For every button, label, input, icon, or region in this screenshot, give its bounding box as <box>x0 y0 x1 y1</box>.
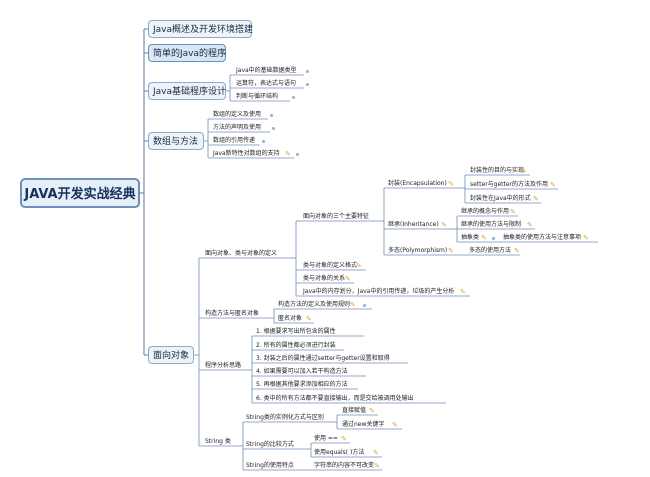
branch-simple-program[interactable]: 简单的Java的程序 <box>148 44 226 62</box>
expand-dot[interactable] <box>292 96 295 99</box>
branch-basic-programming[interactable]: Java基础程序设计 <box>148 82 226 100</box>
node-class-relation[interactable]: 类与对象的关系 <box>303 275 346 282</box>
node-array-def[interactable]: 数组的定义及使用 <box>213 111 262 118</box>
node-class-object[interactable]: 面向对象、类与对象的定义 <box>205 250 278 257</box>
expand-dot[interactable] <box>363 304 366 307</box>
note-icon[interactable]: ✎ <box>514 247 520 255</box>
node-method-decl[interactable]: 方法的声明及使用 <box>213 124 262 131</box>
branch-java-overview[interactable]: Java概述及开发环境搭建 <box>148 20 253 38</box>
node-inh-usage[interactable]: 继承的使用方法与限制 <box>461 221 522 228</box>
node-array-new[interactable]: Java新特性对数组的支持 <box>213 150 280 157</box>
node-new-keyword[interactable]: 通过new关键字 <box>342 421 385 428</box>
node-string-inst[interactable]: String类的实例化方式与区别 <box>246 414 324 421</box>
note-icon[interactable]: ✎ <box>306 315 312 323</box>
note-icon[interactable]: ✎ <box>533 195 539 203</box>
note-icon[interactable]: ✎ <box>392 421 398 429</box>
note-icon[interactable]: ✎ <box>441 221 447 229</box>
node-constructor[interactable]: 构造方法的定义及使用规则 <box>278 301 351 308</box>
node-anonymous[interactable]: 匿名对象 <box>278 315 303 322</box>
node-operators[interactable]: 运算符，表达式与语句 <box>236 80 297 87</box>
note-icon[interactable]: ✎ <box>369 407 375 415</box>
analysis-step-6[interactable]: 6. 类中的所有方法都不要直接输出，而是交给被调用处输出 <box>256 395 414 402</box>
node-encapsulation[interactable]: 封装(Encapsulation) <box>388 180 447 187</box>
expand-dot[interactable] <box>296 153 299 156</box>
node-basic-types[interactable]: Java中的基础数据类型 <box>236 67 297 74</box>
note-icon[interactable]: ✎ <box>374 462 380 470</box>
node-abstract-class[interactable]: 抽象类 <box>461 234 480 241</box>
note-icon[interactable]: ✎ <box>481 234 487 242</box>
note-icon[interactable]: ✎ <box>373 449 379 457</box>
analysis-step-3[interactable]: 3. 封装之后的属性通过setter与getter设置和取得 <box>256 355 390 362</box>
node-array-ref[interactable]: 数组的引用传递 <box>213 137 256 144</box>
node-loops[interactable]: 判断与循环结构 <box>236 93 279 100</box>
node-three-features[interactable]: 面向对象的三个主要特征 <box>303 213 370 220</box>
node-inh-concept[interactable]: 继承的概念与作用 <box>461 208 510 215</box>
node-enc-purpose[interactable]: 封装性的目的与实现 <box>470 167 525 174</box>
analysis-step-1[interactable]: 1. 根据要求写出所包含的属性 <box>256 328 336 335</box>
note-icon[interactable]: ✎ <box>460 288 466 296</box>
note-icon[interactable]: ✎ <box>345 275 351 283</box>
expand-dot[interactable] <box>262 140 265 143</box>
expand-dot[interactable] <box>492 237 495 240</box>
branch-oop[interactable]: 面向对象 <box>148 346 194 364</box>
node-memory[interactable]: Java中的内存划分，Java中的引用传递，垃圾的产生分析 <box>303 288 455 295</box>
note-icon[interactable]: ✎ <box>527 221 533 229</box>
analysis-step-5[interactable]: 5. 再根据其他要求添加相应的方法 <box>256 381 348 388</box>
note-icon[interactable]: ✎ <box>356 262 362 270</box>
note-icon[interactable]: ✎ <box>448 180 454 188</box>
node-direct-assign[interactable]: 直接赋值 <box>342 407 367 414</box>
node-use-eq[interactable]: 使用 == <box>314 435 338 442</box>
node-string-cmp[interactable]: String的比较方式 <box>246 441 294 448</box>
note-icon[interactable]: ✎ <box>285 150 291 158</box>
note-icon[interactable]: ✎ <box>448 247 454 255</box>
node-constructor-anon[interactable]: 构造方法与匿名对象 <box>205 310 260 317</box>
expand-dot[interactable] <box>272 127 275 130</box>
analysis-step-4[interactable]: 4. 如果需要可以加入若干构造方法 <box>256 368 348 375</box>
note-icon[interactable]: ✎ <box>350 301 356 309</box>
node-class-format[interactable]: 类与对象的定义格式 <box>303 262 358 269</box>
node-string-feature[interactable]: String的使用特点 <box>246 462 294 469</box>
note-icon[interactable]: ✎ <box>521 167 527 175</box>
node-use-equals[interactable]: 使用equals( )方法 <box>314 449 365 456</box>
node-analysis[interactable]: 程序分析思路 <box>205 362 242 369</box>
note-icon[interactable]: ✎ <box>341 435 347 443</box>
note-icon[interactable]: ✎ <box>550 181 556 189</box>
branch-array-method[interactable]: 数组与方法 <box>148 132 204 150</box>
node-poly-usage[interactable]: 多态的使用方法 <box>469 247 512 254</box>
node-inheritance[interactable]: 继承(Inheritance) <box>388 221 439 228</box>
expand-dot[interactable] <box>306 83 309 86</box>
analysis-step-2[interactable]: 2. 所有的属性都必须进行封装 <box>256 342 336 349</box>
node-string-class[interactable]: String 类 <box>205 438 231 445</box>
root-node[interactable]: JAVA开发实战经典 <box>20 178 140 208</box>
expand-dot[interactable] <box>306 70 309 73</box>
node-immutable[interactable]: 字符串的内容不可改变 <box>314 462 375 469</box>
expand-dot[interactable] <box>270 114 273 117</box>
note-icon[interactable]: ✎ <box>583 234 589 242</box>
note-icon[interactable]: ✎ <box>510 208 516 216</box>
node-enc-form[interactable]: 封装性在Java中的形式 <box>470 195 531 202</box>
node-setter-getter[interactable]: setter与getter的方法及作用 <box>470 181 549 188</box>
node-polymorphism[interactable]: 多态(Polymorphism) <box>388 247 448 254</box>
node-abstract-note[interactable]: 抽象类的使用方法与注意事项 <box>503 234 582 241</box>
